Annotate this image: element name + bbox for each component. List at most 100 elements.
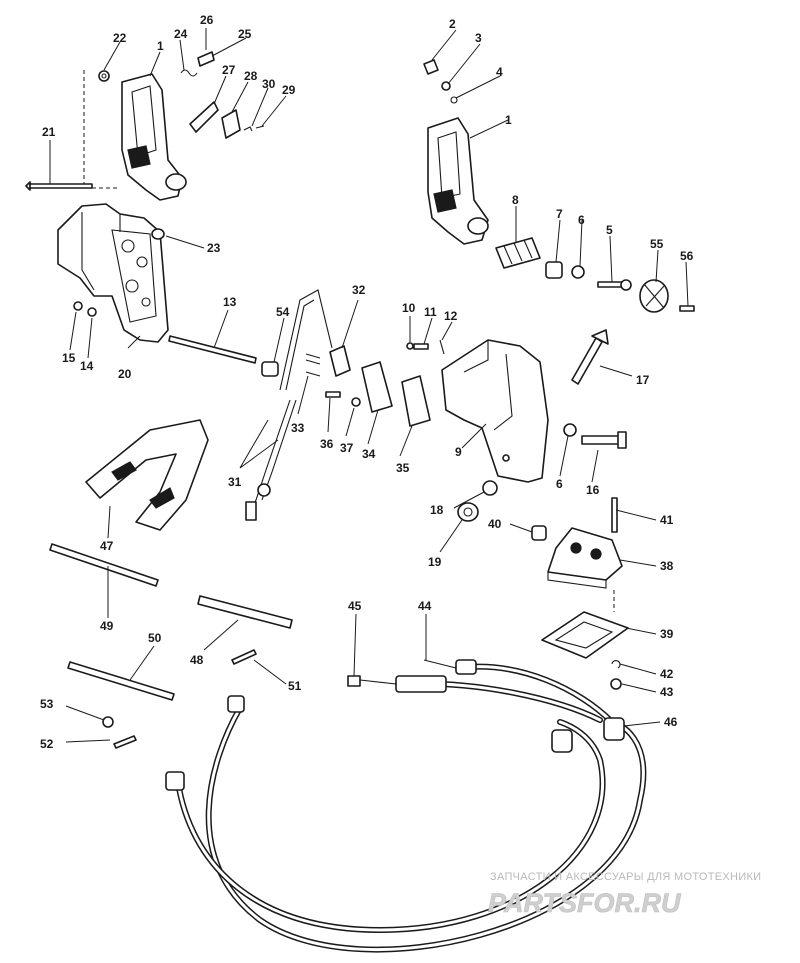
callout-49: 49 (100, 619, 114, 633)
plate-34 (361, 361, 393, 413)
callout-48: 48 (190, 653, 204, 667)
spring-33 (305, 353, 321, 377)
callout-45: 45 (348, 599, 362, 613)
bushing-19 (457, 502, 479, 522)
callout-5: 5 (606, 223, 613, 237)
callout-4: 4 (496, 65, 503, 79)
callout-34: 34 (362, 447, 376, 461)
callout-9: 9 (455, 445, 462, 459)
callout-19: 19 (428, 555, 442, 569)
washer-6-lower (563, 423, 577, 437)
watermark: ЗАПЧАСТИ И АКСЕССУАРЫ ДЛЯ МОТОТЕХНИКИ PA… (488, 871, 761, 918)
screw-36 (325, 391, 341, 398)
watermark-logo: PARTSFOR.RU (488, 888, 682, 918)
callout-25: 25 (238, 27, 252, 41)
tube-48 (197, 595, 293, 629)
callout-16: 16 (586, 483, 600, 497)
callout-11: 11 (424, 305, 437, 319)
strap-47 (85, 419, 209, 531)
bolt-17 (571, 329, 609, 385)
callout-30: 30 (262, 77, 276, 91)
callout-51: 51 (288, 679, 302, 693)
bolt-21 (25, 181, 93, 191)
swivel-bracket-left (121, 73, 187, 201)
callout-2: 2 (449, 17, 456, 31)
bolt-5 (597, 279, 632, 291)
small-parts-left (98, 51, 265, 139)
ring-42 (611, 660, 621, 669)
bushing-23 (151, 228, 165, 240)
callout-20: 20 (118, 367, 132, 381)
swivel-bracket-right (427, 117, 489, 245)
clip-32 (329, 345, 351, 377)
callout-1-right: 1 (505, 113, 512, 127)
bolt-41 (611, 497, 618, 533)
nut-43 (610, 678, 622, 690)
sensor-45 (347, 675, 447, 693)
screw-56 (679, 305, 695, 312)
pin-51 (231, 649, 257, 665)
callout-13: 13 (223, 295, 237, 309)
callout-6-upper: 6 (578, 213, 585, 227)
washer-15 (73, 301, 83, 311)
leader-lines (49, 28, 689, 743)
washer-6 (571, 265, 585, 279)
callout-43: 43 (660, 685, 674, 699)
bolt-16 (581, 431, 627, 449)
callout-23: 23 (207, 241, 221, 255)
watermark-tagline: ЗАПЧАСТИ И АКСЕССУАРЫ ДЛЯ МОТОТЕХНИКИ (490, 871, 761, 883)
callout-44: 44 (418, 599, 432, 613)
spacer-8 (495, 237, 541, 269)
callout-10: 10 (402, 301, 416, 315)
transom-bracket-left (57, 203, 169, 343)
cotter-52 (113, 735, 137, 749)
callout-18: 18 (430, 503, 444, 517)
callout-47: 47 (100, 539, 114, 553)
nut-14 (87, 307, 97, 317)
callout-26: 26 (200, 13, 214, 27)
callout-29: 29 (282, 83, 296, 97)
callout-52: 52 (40, 737, 54, 751)
callout-6-lower: 6 (556, 477, 563, 491)
bushing-7 (545, 261, 563, 279)
callout-54: 54 (276, 305, 290, 319)
callout-40: 40 (488, 517, 502, 531)
callout-22: 22 (113, 31, 127, 45)
callout-21: 21 (42, 125, 56, 139)
callout-14: 14 (80, 359, 94, 373)
washer-18 (482, 480, 498, 496)
transom-bracket-right (441, 339, 549, 483)
callout-1-left: 1 (157, 39, 164, 53)
bushing-40 (531, 525, 547, 541)
callout-31: 31 (228, 475, 242, 489)
callout-15: 15 (62, 351, 76, 365)
knob-55 (639, 279, 669, 313)
rod-50 (67, 661, 175, 701)
callout-56: 56 (680, 249, 694, 263)
callout-32: 32 (352, 283, 366, 297)
callout-labels: 1 1 2 3 4 5 6 6 7 8 9 10 11 12 13 14 15 … (40, 13, 694, 751)
callout-37: 37 (340, 441, 354, 455)
callout-28: 28 (244, 69, 258, 83)
callout-36: 36 (320, 437, 334, 451)
callout-53: 53 (40, 697, 54, 711)
small-parts-10-12 (406, 339, 445, 355)
callout-27: 27 (222, 63, 236, 77)
callout-8: 8 (512, 193, 519, 207)
callout-7: 7 (556, 207, 563, 221)
hose-assembly-46 (165, 663, 647, 953)
mount-block-38 (547, 527, 623, 589)
callout-35: 35 (396, 461, 410, 475)
callout-24: 24 (174, 27, 188, 41)
callout-41: 41 (660, 513, 674, 527)
callout-50: 50 (148, 631, 162, 645)
callout-55: 55 (650, 237, 664, 251)
callout-39: 39 (660, 627, 674, 641)
callout-46: 46 (664, 715, 678, 729)
plate-35 (401, 375, 431, 427)
callout-17: 17 (636, 373, 650, 387)
callout-3: 3 (475, 31, 482, 45)
washer-53 (102, 716, 114, 728)
